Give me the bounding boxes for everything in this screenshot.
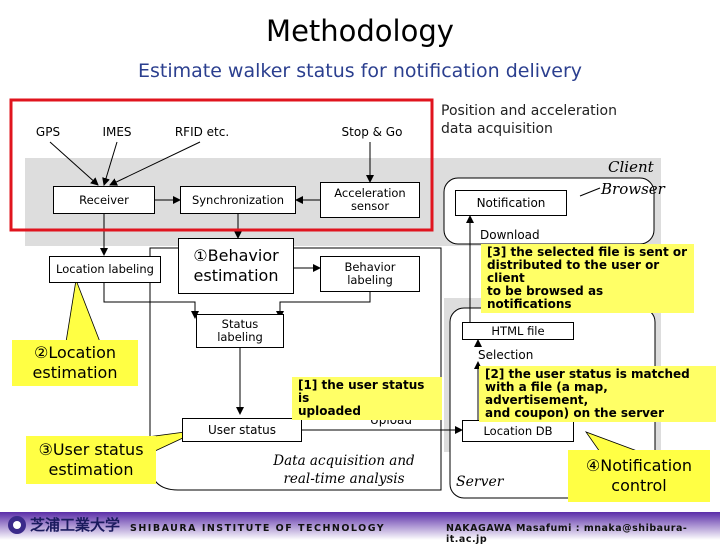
note-1: [1] the user status is uploaded (292, 377, 442, 420)
institute-name: SHIBAURA INSTITUTE OF TECHNOLOGY (130, 523, 386, 534)
status-labeling-box: Status labeling (196, 314, 284, 348)
imes-label: IMES (102, 125, 132, 139)
client-label: Client (608, 158, 654, 176)
download-label: Download (480, 228, 540, 242)
server-label: Server (456, 474, 504, 490)
html-file-box: HTML file (462, 322, 574, 340)
notification-box: Notification (455, 190, 567, 216)
receiver-box: Receiver (53, 186, 155, 214)
note-3: [3] the selected file is sent or distrib… (481, 244, 694, 313)
location-estimation-callout: ②Location estimation (12, 340, 138, 386)
browser-label: Browser (601, 180, 665, 198)
university-name: 芝浦工業大学 (30, 516, 121, 534)
behavior-labeling-box: Behavior labeling (320, 256, 420, 292)
university-logo (6, 515, 28, 535)
acceleration-sensor-box: Acceleration sensor (320, 182, 420, 218)
gps-label: GPS (35, 125, 61, 139)
synchronization-box: Synchronization (180, 186, 296, 214)
user-status-estimation-callout: ③User status estimation (26, 436, 156, 484)
location-labeling-box: Location labeling (49, 256, 161, 283)
note-2: [2] the user status is matched with a fi… (479, 366, 716, 422)
data-acquisition-caption: Data acquisition and real-time analysis (273, 453, 415, 487)
behavior-label-to-status-arrow (276, 292, 371, 319)
university-emblem-icon (8, 516, 26, 534)
gps-to-receiver-arrow (49, 141, 99, 186)
location-callout-pointer (65, 278, 101, 343)
behavior-estimation-box: ①Behavior estimation (178, 238, 294, 294)
rfid-to-receiver-arrow (109, 141, 201, 186)
imes-to-receiver-arrow (102, 141, 118, 186)
notification-control-callout: ④Notification control (568, 450, 710, 502)
selection-label: Selection (478, 347, 534, 362)
author-info: NAKAGAWA Masafumi : mnaka@shibaura-it.ac… (446, 523, 688, 545)
stop-go-label: Stop & Go (341, 125, 403, 139)
browser-to-notification-line (579, 187, 601, 197)
location-to-status-arrow (103, 283, 199, 319)
highlight-frame (9, 98, 434, 232)
location-db-box: Location DB (462, 420, 574, 442)
footer-bar (0, 512, 720, 540)
user-status-box: User status (182, 418, 302, 442)
acquisition-note: Position and acceleration data acquisiti… (441, 103, 617, 137)
page-subtitle: Estimate walker status for notification … (137, 60, 583, 82)
page-title: Methodology (266, 14, 454, 48)
rfid-label: RFID etc. (174, 125, 230, 139)
